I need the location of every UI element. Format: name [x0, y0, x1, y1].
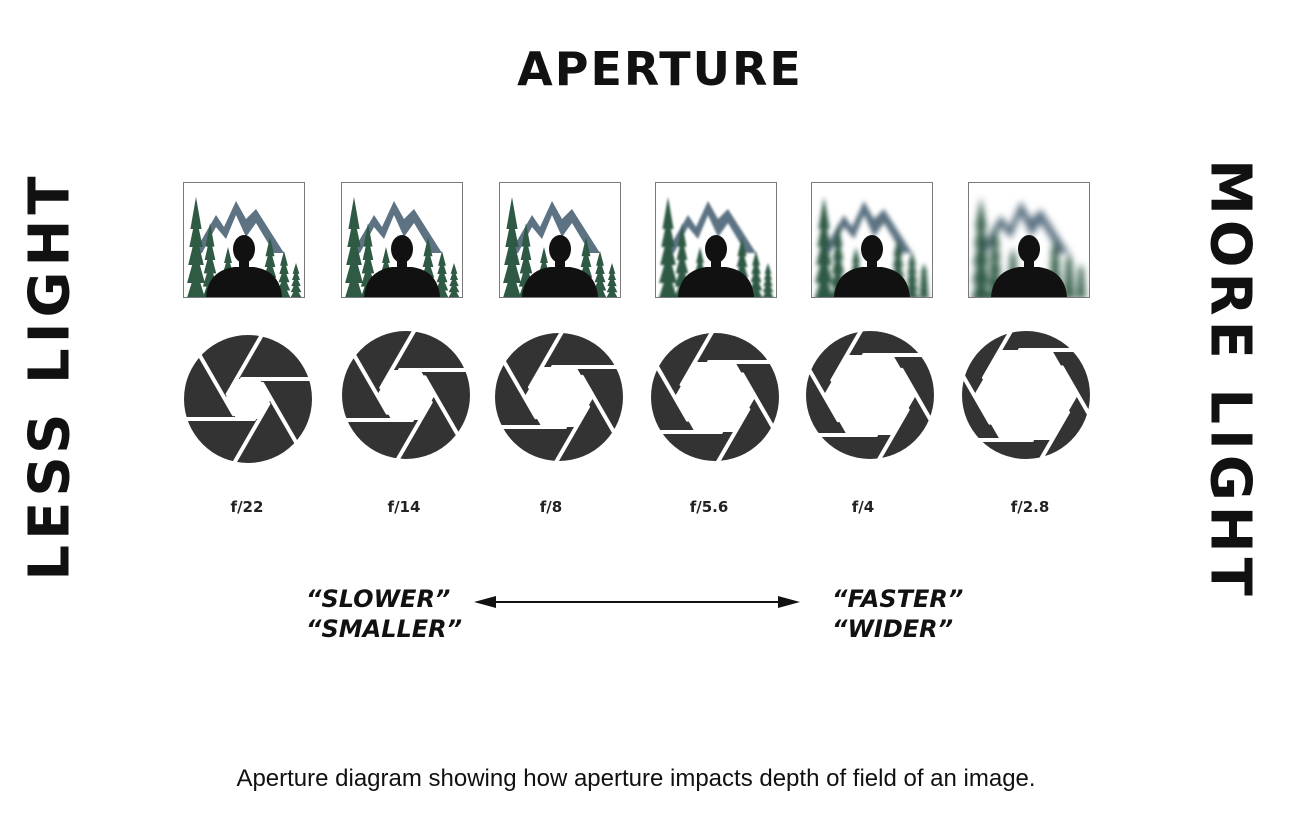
aperture-icon	[493, 331, 625, 463]
scene-illustration	[815, 197, 930, 297]
faster-label: “FASTER”	[832, 585, 964, 613]
f-stop-label: f/2.8	[1010, 498, 1050, 516]
less-light-label: LESS LIGHT	[17, 171, 83, 581]
scene-thumbnail	[968, 182, 1090, 298]
scene-thumbnail	[183, 182, 305, 298]
f-stop-label: f/5.6	[689, 498, 729, 516]
f-stop-label: f/4	[851, 498, 875, 516]
scene-illustration	[345, 197, 460, 297]
scene-illustration	[503, 197, 618, 297]
scene-thumbnail	[811, 182, 933, 298]
scene-illustration	[187, 197, 302, 297]
aperture-icon	[340, 329, 472, 461]
slow-side-labels: “SLOWER” “SMALLER”	[306, 584, 462, 644]
scene-thumbnail	[341, 182, 463, 298]
slower-label: “SLOWER”	[306, 585, 451, 613]
aperture-icon	[182, 333, 314, 465]
scene-illustration	[972, 197, 1087, 297]
aperture-icon	[649, 331, 781, 463]
fast-side-labels: “FASTER” “WIDER”	[832, 584, 963, 644]
scene-thumbnail	[499, 182, 621, 298]
aperture-icon	[960, 329, 1092, 461]
f-stop-label: f/8	[539, 498, 563, 516]
scene-thumbnail	[655, 182, 777, 298]
aperture-icon	[804, 329, 936, 461]
f-stop-label: f/22	[230, 498, 264, 516]
diagram-title: APERTURE	[517, 42, 803, 96]
more-light-label: MORE LIGHT	[1197, 159, 1263, 601]
f-stop-label: f/14	[387, 498, 421, 516]
scene-illustration	[659, 197, 774, 297]
smaller-label: “SMALLER”	[306, 615, 463, 643]
double-arrow-icon	[474, 596, 800, 608]
figure-caption: Aperture diagram showing how aperture im…	[236, 765, 1036, 792]
wider-label: “WIDER”	[832, 615, 954, 643]
